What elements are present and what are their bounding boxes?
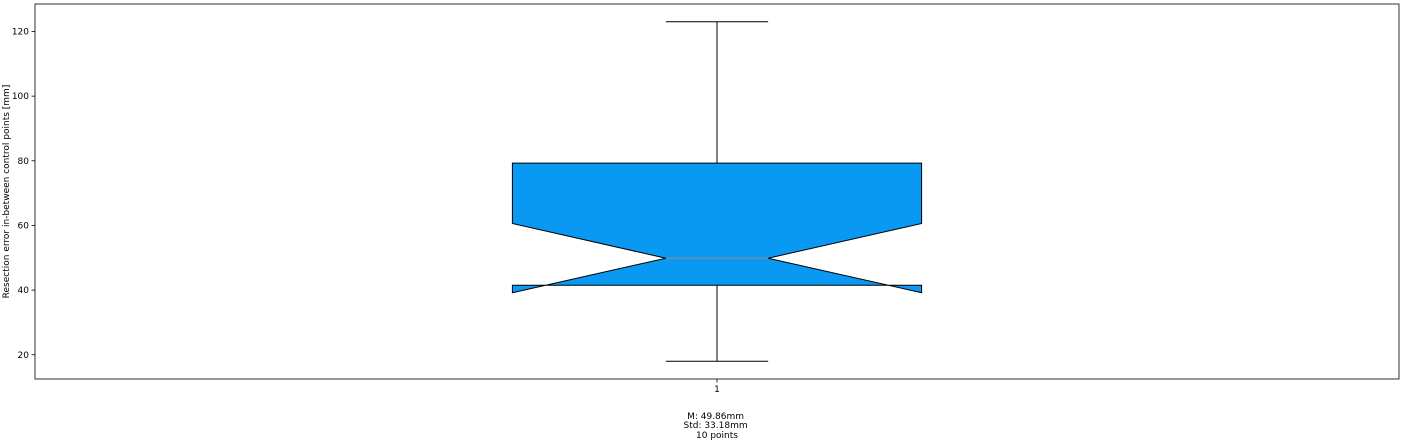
y-tick-label: 100 xyxy=(12,92,29,102)
x-tick-label: 1 xyxy=(714,385,720,395)
summary-std: Std: 33.18mm xyxy=(683,421,747,431)
y-axis-ticks: 20 40 60 80 100 120 xyxy=(12,27,35,361)
y-axis-label: Resection error in-between control point… xyxy=(2,85,12,299)
x-axis-ticks: 1 xyxy=(714,379,720,395)
y-tick-label: 120 xyxy=(12,27,29,37)
summary-annotation: M: 49.86mm Std: 33.18mm 10 points xyxy=(683,412,750,441)
notched-box xyxy=(511,162,923,294)
y-tick-label: 40 xyxy=(18,286,30,296)
plot-frame xyxy=(34,3,1400,380)
y-tick-label: 80 xyxy=(18,157,30,167)
summary-mean: M: 49.86mm xyxy=(687,412,744,422)
summary-count: 10 points xyxy=(696,431,738,441)
box-layer xyxy=(511,21,923,362)
y-tick-label: 60 xyxy=(18,221,30,231)
y-tick-label: 20 xyxy=(18,351,30,361)
